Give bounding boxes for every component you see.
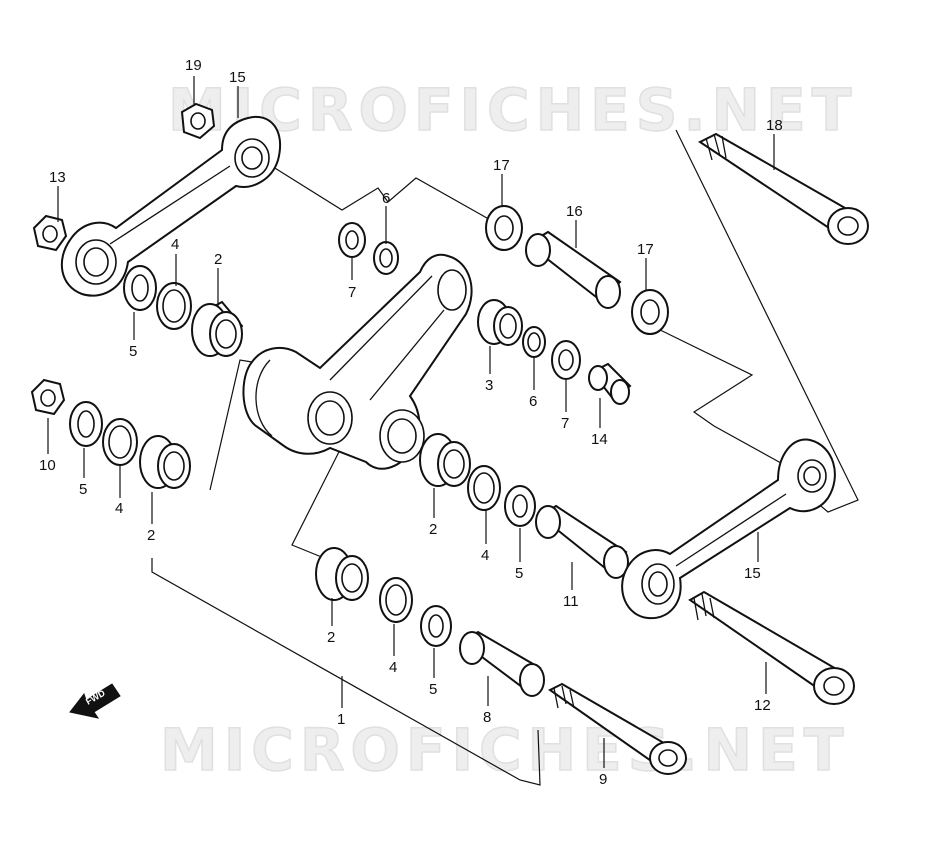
seal-4d	[379, 577, 413, 623]
collar-16	[525, 230, 622, 309]
nut-13	[32, 214, 68, 252]
callout-2-a: 2	[214, 251, 222, 268]
washer-7a	[338, 222, 366, 258]
bearing-2b	[139, 435, 191, 489]
callout-6-upper: 6	[382, 190, 390, 207]
callout-9: 9	[599, 771, 607, 788]
bolt-18	[698, 132, 869, 245]
callout-16: 16	[566, 203, 583, 220]
callout-3: 3	[485, 377, 493, 394]
callout-5-d: 5	[429, 681, 437, 698]
callout-15-lower: 15	[744, 565, 761, 582]
washer-17b	[631, 289, 669, 335]
watermark-bottom: MICROFICHES.NET	[160, 716, 849, 784]
seal-4b	[102, 418, 138, 466]
callout-2-c: 2	[429, 521, 437, 538]
callout-12: 12	[754, 697, 771, 714]
callout-11: 11	[563, 593, 579, 610]
callout-5-c: 5	[515, 565, 523, 582]
washer-5b	[69, 401, 103, 447]
washer-17a	[485, 205, 523, 251]
washer-5d	[420, 605, 452, 647]
callout-6-lower: 6	[529, 393, 537, 410]
callout-5-a: 5	[129, 343, 137, 360]
fwd-arrow-icon: FWD	[69, 683, 121, 719]
callout-1: 1	[337, 711, 345, 728]
bearing-3	[477, 299, 523, 346]
callout-2-b: 2	[147, 527, 155, 544]
seal-6a	[373, 241, 399, 275]
collar-8	[459, 630, 545, 697]
callout-17-lower: 17	[637, 241, 654, 258]
callout-4-d: 4	[389, 659, 397, 676]
callout-14: 14	[591, 431, 608, 448]
tie-rod-upper	[61, 115, 281, 297]
callout-19: 19	[185, 57, 202, 74]
watermark-top: MICROFICHES.NET	[168, 76, 857, 144]
callout-5-b: 5	[79, 481, 87, 498]
seal-4c	[467, 465, 501, 511]
collar-14	[588, 362, 632, 405]
callout-labels: 19 15 13 18 17 6 7 16 17 4 2 5 3 6 7 14 …	[39, 57, 783, 788]
callout-7-lower: 7	[561, 415, 569, 432]
callout-10: 10	[39, 457, 56, 474]
callout-2-d: 2	[327, 629, 335, 646]
washer-5c	[504, 485, 536, 527]
tie-rod-lower	[621, 438, 836, 620]
callout-13: 13	[49, 169, 66, 186]
bolt-9	[548, 682, 687, 775]
seal-4a	[156, 282, 192, 330]
bearing-2c	[419, 433, 471, 487]
callout-4-a: 4	[171, 236, 179, 253]
callout-15-upper: 15	[229, 69, 246, 86]
nut-10	[30, 378, 66, 416]
callout-4-c: 4	[481, 547, 489, 564]
nut-19	[180, 102, 216, 140]
washer-5a	[123, 265, 157, 311]
callout-17-upper: 17	[493, 157, 510, 174]
callout-4-b: 4	[115, 500, 123, 517]
bolt-12	[688, 590, 855, 705]
cushion-lever	[242, 253, 473, 470]
washer-7b	[551, 340, 581, 380]
callout-18: 18	[766, 117, 783, 134]
callout-8: 8	[483, 709, 491, 726]
callout-leaders	[47, 76, 775, 768]
bearing-2a	[191, 300, 244, 357]
seal-6b	[522, 326, 546, 358]
bearing-2d	[315, 547, 369, 601]
callout-7-upper: 7	[348, 284, 356, 301]
collar-11	[535, 504, 629, 579]
